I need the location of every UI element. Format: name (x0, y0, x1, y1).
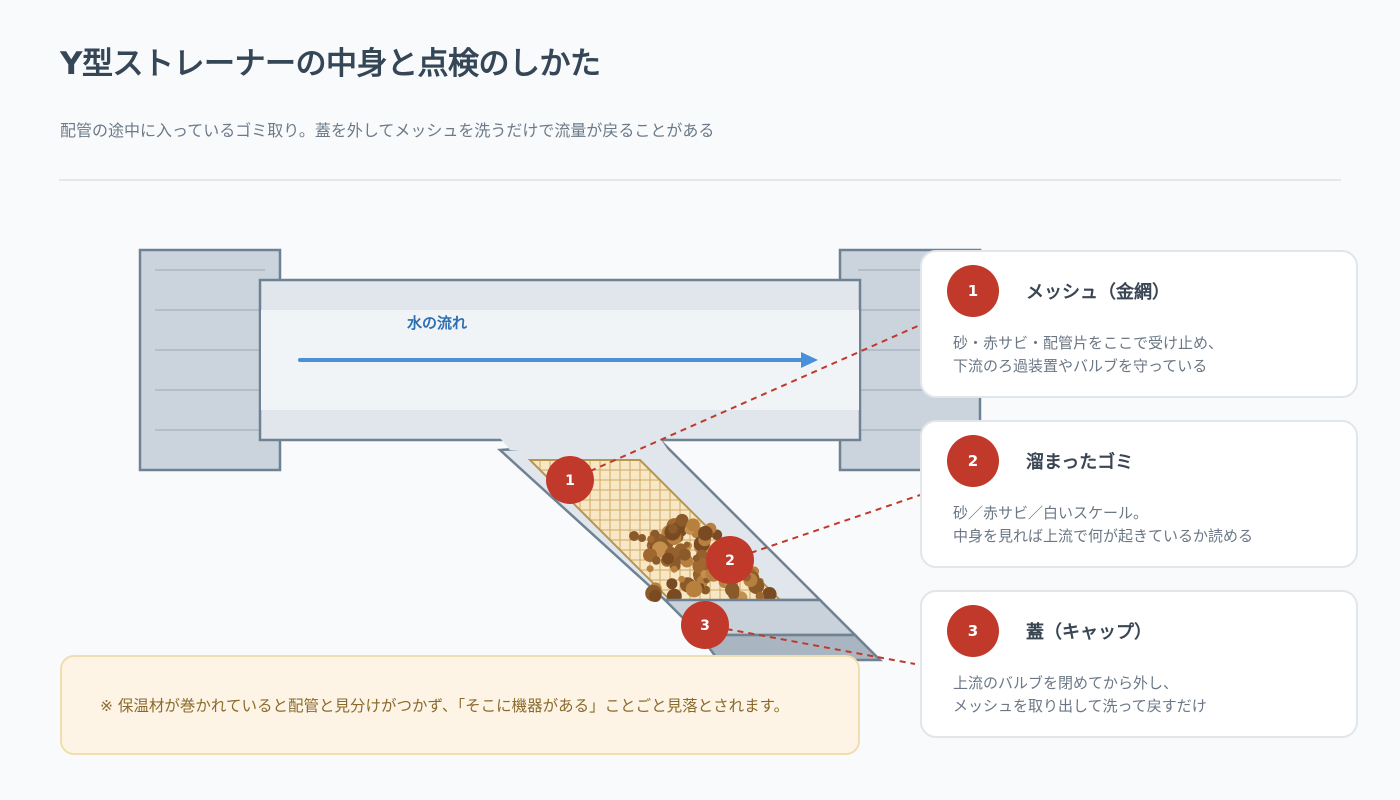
callout-description: 砂・赤サビ・配管片をここで受け止め、 下流のろ過装置やバルブを守っている (953, 332, 1223, 378)
marker-3-label: 3 (700, 618, 710, 634)
callout-line: 砂／赤サビ／白いスケール。 (953, 504, 1149, 522)
callout-description: 上流のバルブを閉めてから外し、 メッシュを取り出して洗って戻すだけ (953, 672, 1207, 718)
debris-particle (629, 531, 639, 541)
callout-card-cap: 3 蓋（キャップ） 上流のバルブを閉めてから外し、 メッシュを取り出して洗って戻… (920, 590, 1358, 738)
debris-particle (762, 587, 777, 602)
debris-particle (725, 582, 740, 597)
debris-particle (646, 565, 654, 573)
marker-1-label: 1 (565, 473, 575, 489)
leader-lines (569, 324, 921, 665)
callout-title: 溜まったゴミ (1026, 452, 1134, 473)
page-subtitle: 配管の途中に入っているゴミ取り。蓋を外してメッシュを洗うだけで流量が戻ることがあ… (60, 121, 715, 140)
marker-2-label: 2 (725, 553, 735, 569)
callout-line: 中身を見れば上流で何が起きているか読める (953, 527, 1254, 545)
debris-particle (638, 534, 646, 542)
left-flange (138, 248, 282, 472)
callout-title: 蓋（キャップ） (1026, 622, 1152, 643)
flow-label: 水の流れ (407, 314, 467, 332)
debris-particle (666, 578, 678, 590)
debris-particle (670, 565, 678, 573)
debris-particle (698, 525, 713, 541)
callout-number: 2 (947, 435, 999, 487)
debris-particle (685, 581, 703, 598)
debris-particle (755, 591, 765, 601)
callout-description: 砂／赤サビ／白いスケール。 中身を見れば上流で何が起きているか読める (953, 502, 1253, 548)
debris-particle (652, 556, 661, 565)
callout-line: 下流のろ過装置やバルブを守っている (953, 357, 1208, 375)
debris-particle (675, 513, 689, 527)
callout-number: 3 (947, 605, 999, 657)
debris-particle (683, 541, 691, 548)
callout-title: メッシュ（金網） (1026, 282, 1170, 303)
debris-particle (692, 554, 700, 562)
insulation-warning-note: ※ 保温材が巻かれていると配管と見分けがつかず、「そこに機器がある」ことごと見落… (60, 655, 860, 755)
note-text: ※ 保温材が巻かれていると配管と見分けがつかず、「そこに機器がある」ことごと見落… (100, 697, 790, 715)
marker-3: 3 (681, 601, 729, 649)
callout-line: メッシュを取り出して洗って戻すだけ (953, 697, 1207, 715)
callout-card-debris: 2 溜まったゴミ 砂／赤サビ／白いスケール。 中身を見れば上流で何が起きているか… (920, 420, 1358, 568)
debris-particle (678, 548, 691, 561)
marker-1: 1 (546, 456, 594, 504)
debris-particle (649, 589, 662, 603)
callout-line: 上流のバルブを閉めてから外し、 (953, 674, 1179, 692)
callout-card-mesh: 1 メッシュ（金網） 砂・赤サビ・配管片をここで受け止め、 下流のろ過装置やバル… (920, 250, 1358, 398)
debris-particle (668, 524, 678, 534)
callout-line: 砂・赤サビ・配管片をここで受け止め、 (953, 334, 1224, 352)
debris-particle (686, 518, 700, 532)
marker-2: 2 (706, 536, 754, 584)
header-divider (59, 179, 1341, 181)
callout-number: 1 (947, 265, 999, 317)
page-title: Y型ストレーナーの中身と点検のしかた (60, 46, 601, 82)
debris-particle (678, 575, 686, 583)
flow-arrow (298, 352, 818, 368)
debris-particle (647, 535, 655, 543)
debris-particle (662, 552, 674, 565)
